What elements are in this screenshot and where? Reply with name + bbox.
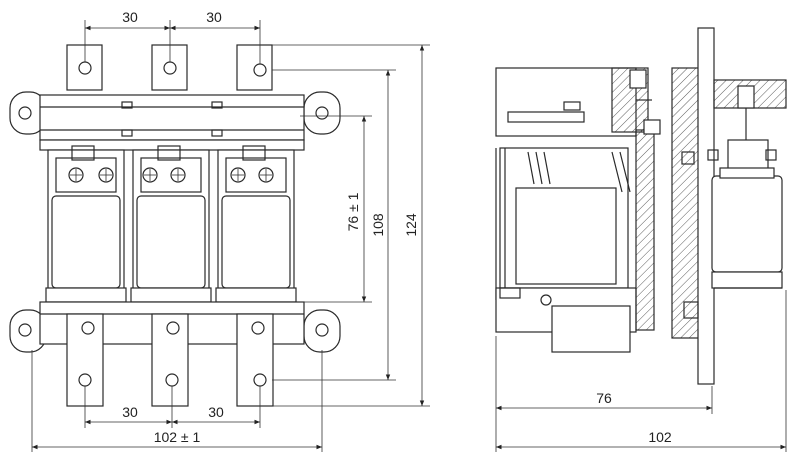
dim-height-108: 108 — [370, 213, 386, 237]
pole-3 — [215, 145, 297, 303]
dim-height-124: 124 — [403, 213, 419, 237]
pole-2 — [130, 145, 212, 303]
side-view — [495, 27, 787, 385]
top-terminals — [66, 44, 273, 91]
upper-frame — [39, 94, 305, 151]
side-dimensions: 76 102 — [495, 290, 787, 452]
mounting-ears — [9, 91, 341, 353]
dim-side-76: 76 — [596, 390, 612, 406]
front-view — [9, 44, 341, 407]
dim-top-30-left: 30 — [122, 9, 138, 25]
dim-front-width: 102 ± 1 — [154, 429, 201, 445]
pole-1 — [45, 145, 127, 303]
dim-bottom-30-right: 30 — [208, 404, 224, 420]
dim-height-76: 76 ± 1 — [345, 192, 361, 231]
dim-top-30-right: 30 — [206, 9, 222, 25]
dim-bottom-30-left: 30 — [122, 404, 138, 420]
front-dimensions: 30 30 30 30 102 ± 1 76 ± 1 108 124 — [31, 9, 430, 452]
dim-side-102: 102 — [648, 429, 672, 445]
bottom-terminals — [66, 313, 274, 407]
